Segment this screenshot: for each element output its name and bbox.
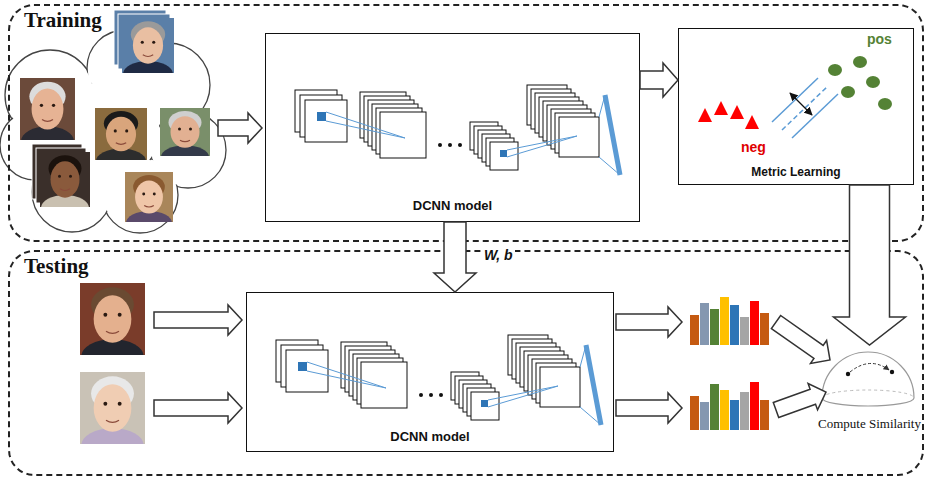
- flow-arrow: [773, 384, 826, 418]
- metric-plot: [698, 56, 892, 138]
- edge-label: W, b: [482, 247, 515, 264]
- region-title: Training: [24, 8, 102, 33]
- flow-arrow: [616, 393, 682, 423]
- model-box: DCNN model: [246, 292, 614, 452]
- box-label: DCNN model: [247, 429, 613, 445]
- similarity-sphere: [822, 352, 914, 406]
- feature-histogram: [690, 382, 769, 430]
- region-title: Testing: [24, 254, 89, 279]
- box-label: Metric Learning: [679, 165, 913, 179]
- box-label: DCNN model: [266, 198, 639, 214]
- metric-box: pos negMetric Learning: [678, 28, 914, 185]
- dcnn-layers: [276, 335, 601, 425]
- feature-histogram: [690, 297, 769, 345]
- similarity-node: Compute Similarity: [818, 345, 921, 470]
- text-holder: W, b: [482, 247, 515, 264]
- face-photo: [80, 283, 145, 374]
- face-photo: [80, 372, 145, 463]
- flow-arrow: [218, 113, 262, 143]
- flow-arrow: [616, 307, 682, 337]
- class-label: pos: [867, 31, 892, 48]
- flow-arrow: [434, 222, 476, 292]
- text-holder: Testing: [24, 254, 89, 279]
- text-holder: Compute Similarity: [818, 417, 921, 432]
- class-label: neg: [741, 139, 766, 156]
- flow-arrow: [771, 315, 830, 363]
- face-photo: [125, 172, 173, 235]
- testing-region: DCNN model Compute Similarity Testing: [8, 250, 924, 476]
- face-photo: [32, 144, 90, 221]
- flow-arrow: [640, 63, 678, 97]
- dcnn-layers: [295, 85, 620, 175]
- face-cloud: [0, 30, 226, 233]
- face-photo: [160, 108, 210, 168]
- text-holder: neg: [741, 139, 766, 156]
- text-holder: Training: [24, 8, 102, 33]
- face-photo: [114, 10, 174, 87]
- flow-arrow: [834, 185, 906, 345]
- training-region: DCNN model pos negMetric Learning Training: [8, 4, 924, 242]
- text-holder: Metric Learning: [679, 165, 913, 179]
- flow-arrow: [154, 305, 242, 335]
- flow-arrow: [154, 393, 242, 423]
- text-holder: pos: [867, 31, 892, 48]
- model-box: DCNN model: [265, 33, 640, 222]
- text-holder: DCNN model: [266, 198, 639, 214]
- face-photo: [95, 108, 147, 174]
- box-label: Compute Similarity: [818, 417, 921, 432]
- text-holder: DCNN model: [247, 429, 613, 445]
